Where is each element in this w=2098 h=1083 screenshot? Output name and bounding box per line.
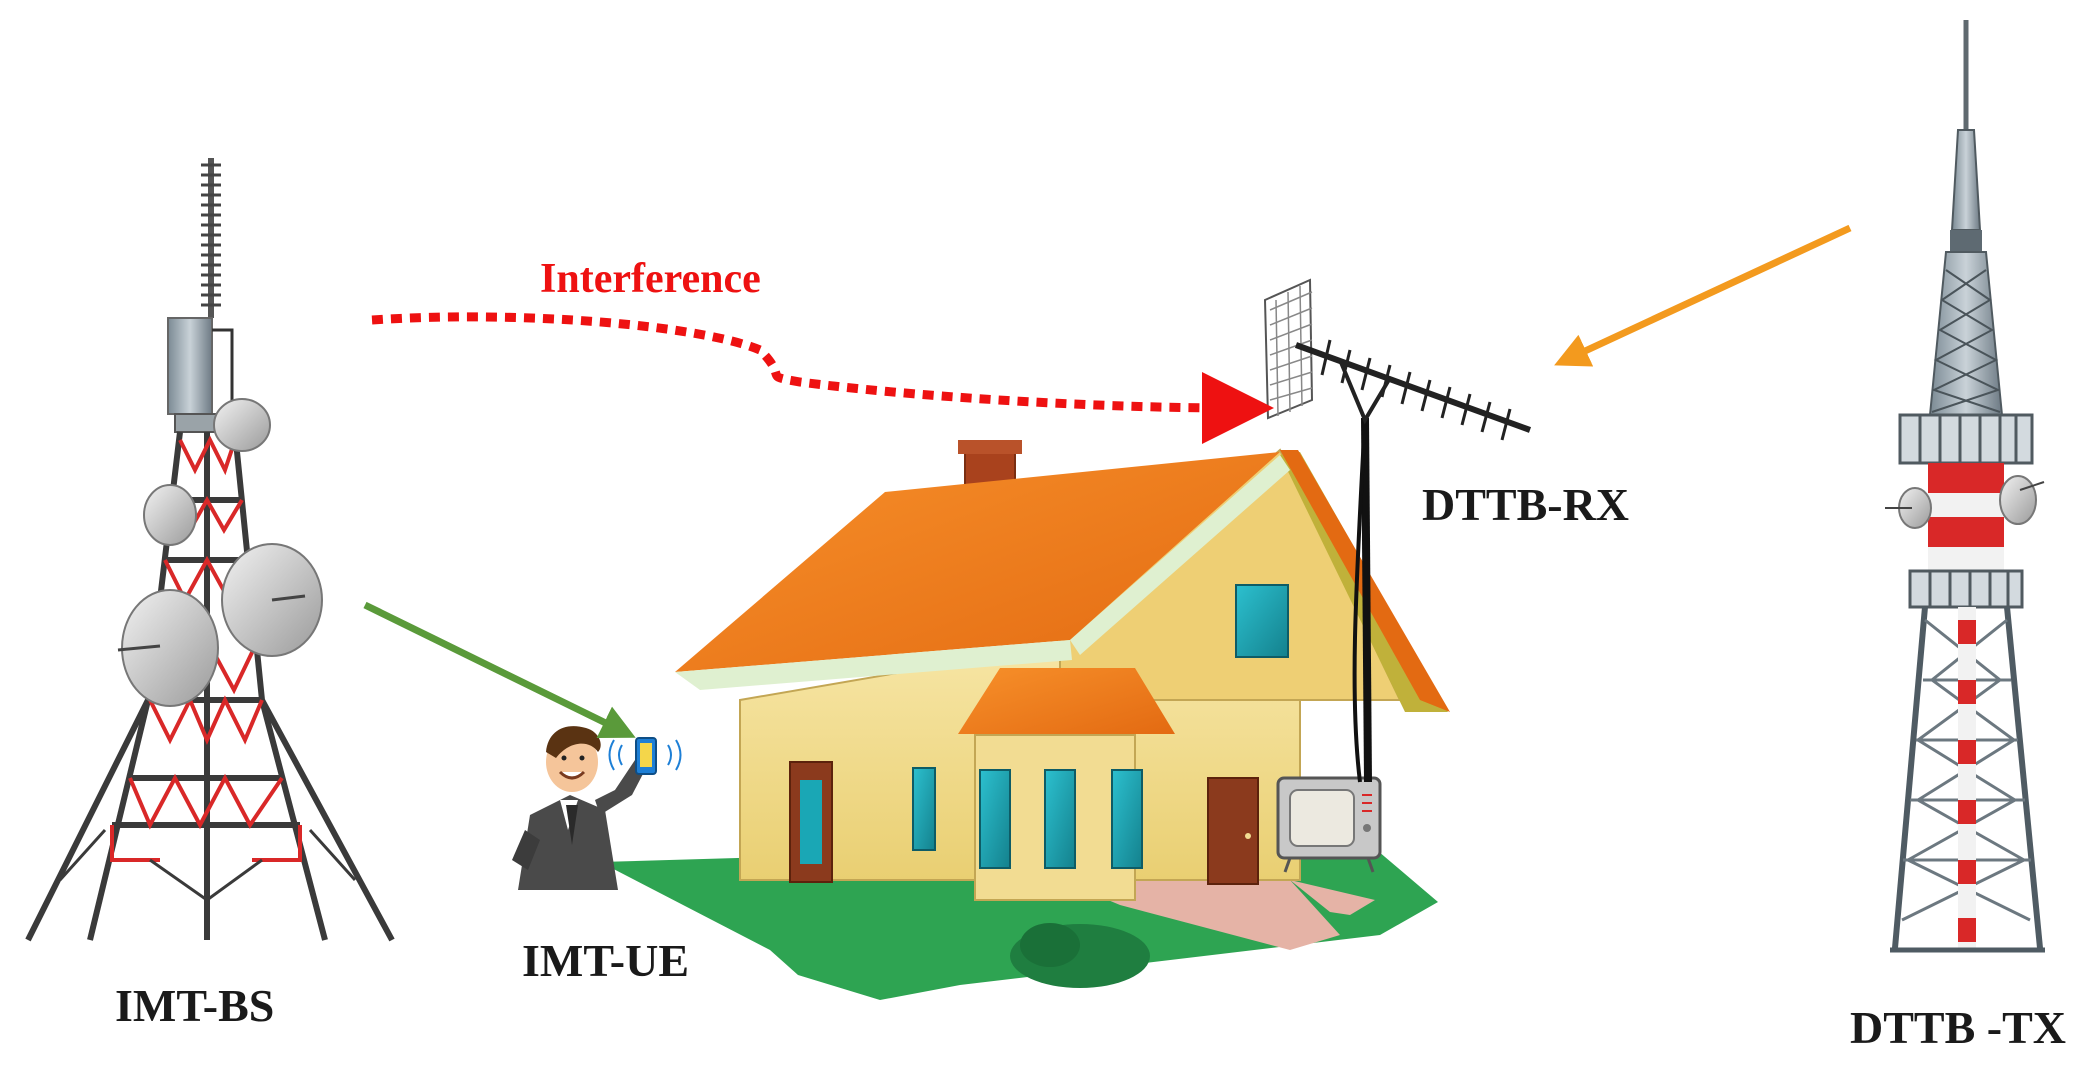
television-icon bbox=[1276, 776, 1382, 873]
imt-bs-tower bbox=[25, 158, 395, 942]
interference-arrow bbox=[371, 312, 1274, 444]
house-icon bbox=[675, 440, 1450, 901]
dttb-rx-label: DTTB-RX bbox=[1422, 479, 1630, 530]
tx-to-rx-signal-arrow bbox=[1554, 224, 1852, 367]
dttb-tx-label: DTTB -TX bbox=[1850, 1002, 2066, 1053]
bs-to-ue-signal-arrow bbox=[363, 601, 636, 739]
imt-ue-label: IMT-UE bbox=[522, 935, 689, 986]
tv-antenna-icon bbox=[1263, 278, 1532, 783]
broadcast-tower-icon bbox=[1885, 20, 2045, 953]
imt-bs-label: IMT-BS bbox=[115, 980, 275, 1031]
person-with-phone-icon bbox=[512, 726, 682, 890]
interference-label: Interference bbox=[540, 256, 761, 302]
